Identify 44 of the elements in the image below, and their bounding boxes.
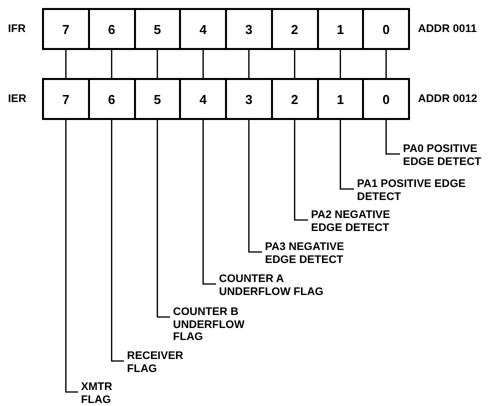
bit-cell: 0 [362, 8, 410, 50]
bit-cell: 7 [42, 78, 90, 120]
bit-cell: 2 [270, 8, 318, 50]
bit-cell: 6 [88, 78, 136, 120]
bit-cell: 7 [42, 8, 90, 50]
bit-cell: 3 [225, 78, 273, 120]
leader-line [202, 120, 216, 285]
bit-cell: 6 [88, 8, 136, 50]
connector-line [294, 50, 296, 78]
connector-line [110, 50, 112, 78]
bit-description: PA3 NEGATIVE EDGE DETECT [265, 241, 346, 266]
bit-cell: 4 [179, 8, 227, 50]
connector-line [156, 50, 158, 78]
connector-line [202, 50, 204, 78]
bit-cell: 1 [316, 78, 364, 120]
bit-description: COUNTER B UNDERFLOW FLAG [173, 306, 243, 344]
bit-description: PA0 POSITIVE EDGE DETECT [403, 143, 482, 168]
register-address: ADDR 0011 [418, 23, 477, 35]
connector-line [340, 50, 342, 78]
leader-line [65, 120, 78, 393]
leader-line [385, 120, 400, 155]
leader-line [248, 120, 262, 253]
connector-line [65, 50, 67, 78]
connector-line [248, 50, 250, 78]
register-address: ADDR 0012 [418, 93, 478, 105]
bit-description: RECEIVER FLAG [127, 350, 184, 375]
bit-cell: 0 [362, 78, 410, 120]
register-name: IER [8, 93, 26, 105]
bit-description: PA1 POSITIVE EDGE DETECT [357, 178, 467, 203]
bit-description: PA2 NEGATIVE EDGE DETECT [311, 209, 392, 234]
bit-cell: 2 [270, 78, 318, 120]
connector-line [385, 50, 387, 78]
leader-line [156, 120, 170, 318]
leader-line [294, 120, 308, 221]
bit-cell: 1 [316, 8, 364, 50]
bit-description: XMTR FLAG [81, 381, 114, 406]
bit-cell: 5 [134, 8, 182, 50]
leader-line [110, 120, 124, 362]
bit-description: COUNTER A UNDERFLOW FLAG [219, 273, 324, 298]
register-name: IFR [8, 23, 26, 35]
bit-cell: 5 [134, 78, 182, 120]
leader-line [340, 120, 354, 190]
bit-cell: 3 [225, 8, 273, 50]
bit-cell: 4 [179, 78, 227, 120]
